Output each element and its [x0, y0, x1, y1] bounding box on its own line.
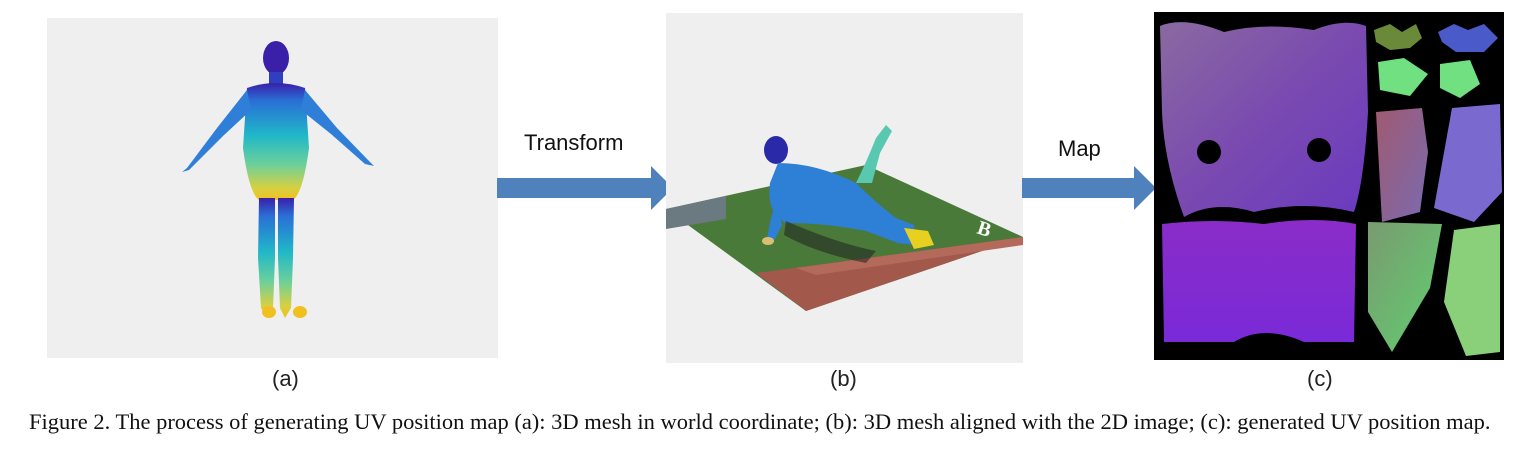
panel-c-uv-map — [1154, 12, 1504, 360]
transform-arrow-label: Transform — [524, 130, 624, 155]
map-arrow-label: Map — [1058, 136, 1101, 161]
figure-caption: Figure 2. The process of generating UV p… — [29, 409, 1491, 434]
panel-b-label: (b) — [830, 366, 857, 391]
panel-a-label: (a) — [272, 366, 299, 391]
panel-c-label: (c) — [1307, 366, 1333, 391]
map-arrow — [1022, 166, 1156, 210]
panel-b-aligned-image: B — [666, 13, 1023, 363]
transform-arrow — [497, 166, 673, 210]
panel-a-mesh-image — [47, 18, 498, 358]
svg-text:B: B — [974, 217, 993, 242]
